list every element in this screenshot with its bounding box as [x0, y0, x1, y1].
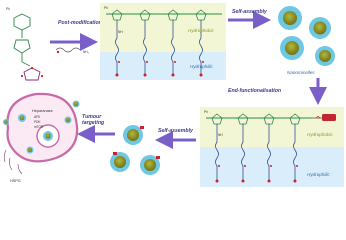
hydrophilic-region-bottom — [200, 147, 344, 187]
targeted-micelles-cluster — [110, 125, 160, 175]
side-chains-top — [115, 20, 203, 74]
mtor-label: mTOR — [34, 125, 44, 129]
tumour-targeting-label-line1: Tumour — [82, 114, 102, 120]
internalized-micelles — [18, 114, 72, 154]
nanomicelle — [315, 46, 335, 66]
nanomicelles-label: Nanomicelles — [287, 70, 315, 75]
afk-label: AFK — [34, 115, 41, 119]
end-functionalisation-label: End-functionalisation — [228, 88, 281, 94]
nanomicelle — [309, 17, 331, 39]
hspg-label: HSPG — [10, 179, 21, 183]
polymer-box-bottom: Ph NH Hydropho — [200, 107, 344, 187]
hydrophobic-label-top: Hydrophobic — [188, 28, 214, 33]
scheme-svg: Ph Post-modification NH₂ Ph NH — [3, 3, 344, 187]
hydrophobic-region-bottom — [200, 107, 344, 147]
tumour-cell: HSPG Heparanase AFK PDK mTOR — [3, 92, 80, 183]
drug-dots-bottom — [215, 165, 298, 183]
precursor-polymer-structure — [13, 13, 31, 67]
self-assembly-label-top: Self-assembly — [232, 9, 268, 15]
backbone-rings-top — [111, 9, 207, 21]
backbone-rings-bottom — [211, 113, 301, 125]
nanomicelle — [278, 6, 302, 30]
side-chains-bottom — [215, 124, 297, 180]
drug-dots-top — [115, 61, 204, 77]
targeted-micelle — [110, 152, 130, 172]
ph-label-bottom: Ph — [204, 110, 208, 114]
hspg-receptors — [3, 149, 23, 175]
nanomicelle — [280, 36, 304, 60]
end-group-tag — [312, 114, 336, 121]
hydrophobic-region-top — [100, 3, 226, 52]
cell-surface-micelles — [3, 100, 80, 125]
succinimide-ring — [20, 66, 44, 81]
tumour-targeting-label-line2: targeting — [82, 120, 105, 126]
nh2-label: NH₂ — [83, 50, 90, 54]
amine-reagent: NH₂ — [55, 47, 90, 54]
nanomicelles-cluster — [278, 6, 335, 66]
hydrophilic-label-top: Hydrophilic — [190, 64, 213, 69]
scheme-diagram: Ph Post-modification NH₂ Ph NH — [3, 3, 344, 187]
nh-label-top: NH — [118, 30, 123, 34]
hydrophilic-label-bottom: Hydrophilic — [307, 172, 330, 177]
targeted-micelle — [123, 125, 144, 145]
ph-label-top: Ph — [104, 6, 108, 10]
targeted-micelle — [140, 155, 160, 175]
ph-label-left: Ph — [6, 7, 10, 11]
nh-label-bottom: NH — [218, 133, 223, 137]
cell-nucleus — [36, 124, 60, 148]
self-assembly-label-bottom: Self-assembly — [158, 128, 194, 134]
heparanase-label: Heparanase — [32, 109, 53, 113]
pdk-label: PDK — [34, 120, 41, 124]
hydrophobic-label-bottom: Hydrophobic — [307, 132, 333, 137]
post-modification-label: Post-modification — [58, 20, 102, 26]
hydrophilic-region-top — [100, 52, 226, 80]
polymer-box-top: Ph NH Hydrophobic Hydrophilic — [100, 3, 226, 80]
